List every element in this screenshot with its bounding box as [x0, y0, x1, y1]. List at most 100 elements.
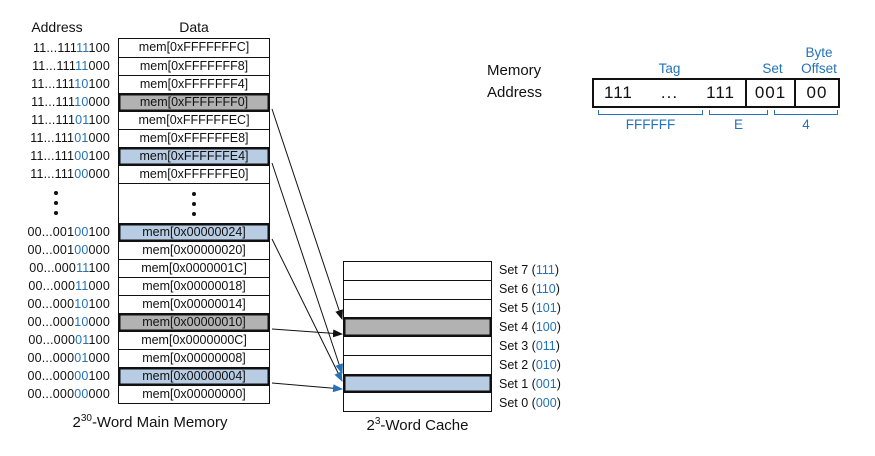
address-offset-bits: 000 [88, 167, 110, 181]
memory-data-cell: mem[0x00000000] [119, 385, 269, 403]
address-ellipsis [0, 183, 112, 223]
address-prefix-bits: 11...111 [30, 167, 75, 181]
open-paren: ( [528, 395, 536, 410]
memory-address-label-line1: Memory [487, 62, 542, 79]
set-name: Set 4 [499, 320, 529, 335]
set-index-bits: 001 [535, 376, 557, 391]
close-paren: ) [554, 263, 560, 278]
address-set-bits: 00 [74, 387, 89, 401]
memory-data-cell: mem[0xFFFFFFE8] [119, 129, 269, 147]
set-label: Set 4 (100) [499, 318, 561, 337]
address-prefix-bits: 00...000 [27, 315, 75, 329]
set-name: Set 0 [499, 395, 529, 410]
memory-address: 11...11110100 [0, 75, 112, 93]
address-prefix-bits: 00...000 [27, 351, 75, 365]
set-name: Set 1 [499, 376, 529, 391]
open-paren: ( [528, 357, 536, 372]
caption-exponent: 3 [374, 416, 381, 427]
hex-group-value: 4 [802, 117, 810, 132]
hex-group-value: E [733, 117, 743, 132]
address-prefix-bits: 11...111 [30, 131, 75, 145]
memory-address: 11...11100100 [0, 147, 112, 165]
set-label: Set 2 (010) [499, 355, 561, 374]
address-offset-bits: 100 [88, 41, 110, 55]
address-offset-bits: 000 [88, 243, 110, 257]
caption-base: 2 [72, 414, 81, 431]
address-prefix-bits: 11...111 [30, 149, 75, 163]
set-index-bits: 111 [535, 263, 555, 278]
tag-bits-left: 111 [604, 83, 633, 102]
address-set-bits: 10 [74, 77, 89, 91]
memory-address-label-line2: Address [487, 84, 543, 101]
arrow-00000004-to-set1 [271, 382, 343, 393]
caption-base: 2 [366, 417, 375, 434]
memory-address: 00...00011100 [0, 259, 112, 277]
memory-data-cell: mem[0xFFFFFFE4] [119, 147, 269, 165]
ellipsis-dot [192, 201, 196, 206]
set-name: Set 2 [499, 357, 529, 372]
ellipsis-dot [192, 211, 196, 216]
memory-data-cell: mem[0x0000001C] [119, 259, 269, 277]
arrow-00000024-to-set1 [271, 238, 343, 382]
address-prefix-bits: 11...111 [31, 95, 75, 109]
memory-data-cell: mem[0xFFFFFFF4] [119, 75, 269, 93]
set-index-bits: 011 [535, 338, 556, 353]
tag-field-value: 111 ... 111 [594, 80, 747, 106]
arrow-ffffffe4-to-set1 [271, 162, 343, 374]
memory-data-cell: mem[0xFFFFFFE0] [119, 165, 269, 183]
arrow-fffffff0-to-set4 [271, 108, 343, 320]
arrow-00000010-to-set4 [271, 328, 343, 338]
open-paren: ( [528, 376, 536, 391]
tag-ellipsis: ... [660, 83, 679, 102]
memory-address: 00...00010100 [0, 295, 112, 313]
address-prefix-bits: 00...000 [27, 387, 75, 401]
set-name: Set 3 [499, 338, 529, 353]
hex-group-bracket-mid [709, 110, 768, 115]
set-index-bits: 010 [535, 357, 557, 372]
set-name: Set 5 [499, 301, 529, 316]
memory-address: 11...11111100 [0, 39, 112, 57]
cache-row [344, 392, 491, 411]
memory-data-cell: mem[0x00000004] [119, 367, 269, 385]
set-index-bits: 110 [535, 282, 556, 297]
address-offset-bits: 000 [88, 351, 110, 365]
address-set-bits: 10 [74, 95, 89, 109]
address-set-bits: 11 [75, 59, 89, 73]
offset-field-value: 00 [806, 83, 828, 102]
address-offset-bits: 100 [88, 261, 110, 275]
address-set-bits: 00 [74, 225, 89, 239]
address-prefix-bits: 00...000 [27, 369, 75, 383]
memory-address: 00...00001100 [0, 331, 112, 349]
memory-data-cell: mem[0x00000010] [119, 313, 269, 331]
address-offset-bits: 100 [88, 333, 110, 347]
address-fields-box: 111 ... 111 001 00 [592, 78, 840, 108]
offset-field-label: Offset [801, 61, 837, 76]
address-set-bits: 00 [74, 243, 89, 257]
address-offset-bits: 100 [88, 113, 110, 127]
address-offset-bits: 100 [88, 369, 110, 383]
cache-row [344, 298, 491, 318]
set-label: Set 7 (111) [499, 261, 561, 280]
memory-address: 11...11101100 [0, 111, 112, 129]
address-set-bits: 11 [76, 41, 89, 55]
address-set-bits: 01 [74, 131, 89, 145]
cache-row [344, 262, 491, 280]
set-index-bits: 000 [535, 395, 557, 410]
memory-data-cell: mem[0x00000008] [119, 349, 269, 367]
address-set-bits: 00 [74, 149, 89, 163]
ellipsis-dot [54, 201, 58, 205]
address-prefix-bits: 00...000 [28, 333, 76, 347]
address-offset-bits: 000 [88, 131, 110, 145]
address-offset-bits: 100 [88, 297, 110, 311]
memory-address: 00...00010000 [0, 313, 112, 331]
address-prefix-bits: 11...111 [31, 77, 75, 91]
address-offset-bits: 100 [88, 149, 110, 163]
address-prefix-bits: 11...111 [33, 41, 77, 55]
set-label: Set 3 (011) [499, 337, 561, 356]
close-paren: ) [556, 301, 561, 316]
set-label: Set 5 (101) [499, 299, 561, 318]
data-column-header: Data [179, 19, 209, 35]
address-prefix-bits: 00...000 [29, 261, 77, 275]
caption-suffix: -Word Main Memory [91, 414, 228, 431]
